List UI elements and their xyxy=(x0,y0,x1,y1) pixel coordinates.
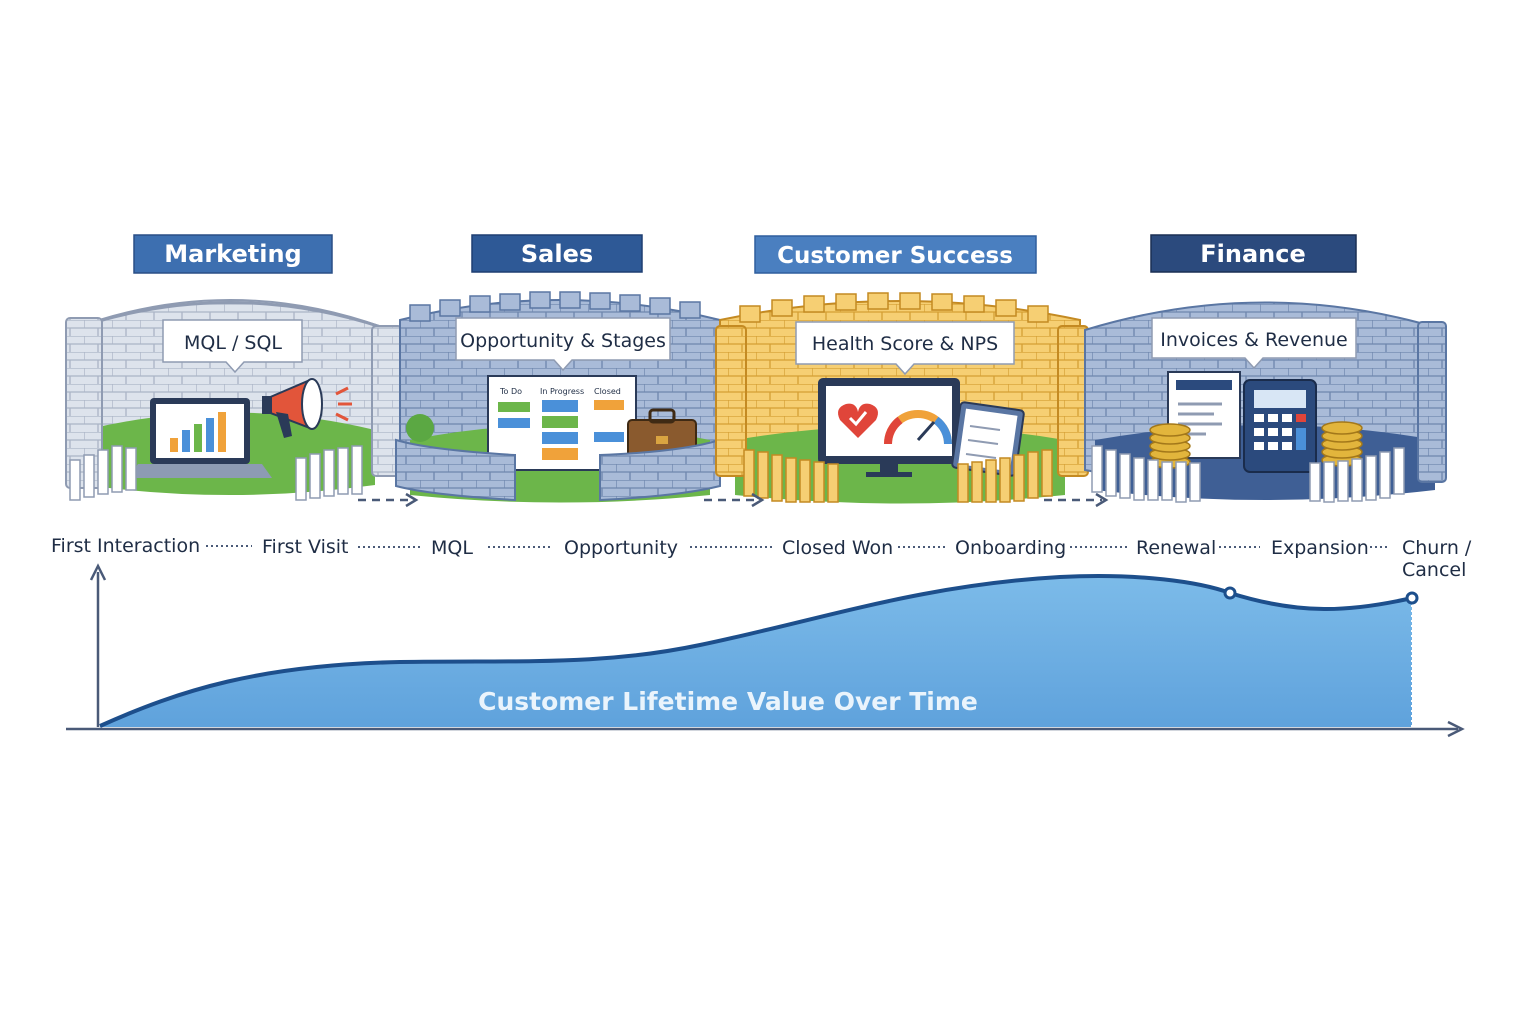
dept-label-finance: Finance xyxy=(1150,234,1357,273)
metric-marketing: MQL / SQL xyxy=(184,332,282,354)
megaphone-icon xyxy=(262,378,352,438)
stage-mql: MQL xyxy=(431,537,473,559)
stage-cancel: Cancel xyxy=(1402,559,1466,581)
board-col-closed: Closed xyxy=(594,387,621,396)
stage-connectors xyxy=(206,545,1387,548)
stage-opportunity: Opportunity xyxy=(564,537,678,559)
dept-name-marketing: Marketing xyxy=(164,240,301,268)
dept-name-customer-success: Customer Success xyxy=(777,243,1013,269)
renewal-marker xyxy=(1223,586,1237,600)
stage-renewal: Renewal xyxy=(1136,537,1216,559)
callout-customer-success: Health Score & NPS xyxy=(795,321,1015,376)
stage-onboarding: Onboarding xyxy=(955,537,1066,559)
handoff-arrows xyxy=(358,492,1109,508)
marketing-enclosure xyxy=(65,299,403,501)
metric-customer-success: Health Score & NPS xyxy=(812,333,998,355)
stage-first-visit: First Visit xyxy=(262,536,349,558)
laptop-chart-icon xyxy=(128,398,272,478)
board-col-inprogress: In Progress xyxy=(540,387,584,396)
stage-expansion: Expansion xyxy=(1271,537,1369,559)
metric-finance: Invoices & Revenue xyxy=(1160,329,1347,351)
lifecycle-stages: First Interaction First Visit MQL Opport… xyxy=(51,535,1472,581)
dept-label-customer-success: Customer Success xyxy=(754,235,1037,274)
callout-sales: Opportunity & Stages xyxy=(455,317,671,372)
picket-fence xyxy=(69,445,363,501)
dept-label-marketing: Marketing xyxy=(133,234,333,274)
stage-churn: Churn / xyxy=(1402,537,1472,559)
clv-label: Customer Lifetime Value Over Time xyxy=(478,687,978,716)
clv-area-chart: Customer Lifetime Value Over Time xyxy=(66,563,1465,738)
dept-name-finance: Finance xyxy=(1200,240,1306,268)
clv-area xyxy=(100,576,1412,727)
churn-marker xyxy=(1405,591,1419,605)
stage-closed-won: Closed Won xyxy=(782,537,893,559)
board-col-todo: To Do xyxy=(499,387,522,396)
dept-label-sales: Sales xyxy=(471,234,643,273)
metric-sales: Opportunity & Stages xyxy=(460,330,666,352)
dept-name-sales: Sales xyxy=(521,240,593,268)
callout-finance: Invoices & Revenue xyxy=(1151,317,1357,370)
health-monitor-icon xyxy=(818,378,960,477)
calculator-icon xyxy=(1243,379,1317,473)
callout-marketing: MQL / SQL xyxy=(162,319,303,374)
stage-first-interaction: First Interaction xyxy=(51,535,200,557)
